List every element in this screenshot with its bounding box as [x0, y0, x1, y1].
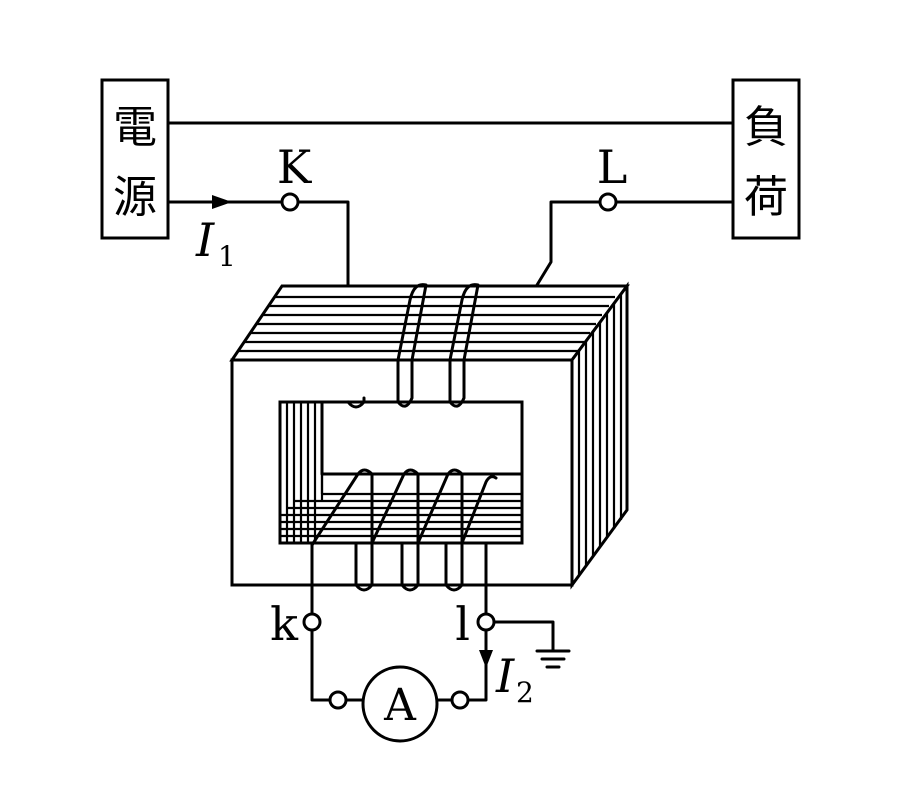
- primary-coil: [346, 283, 480, 409]
- ammeter-terminal-left: [328, 690, 348, 710]
- lamination-top: [238, 295, 615, 353]
- current-arrow-primary: [212, 195, 232, 209]
- terminal-l-circle: [476, 612, 496, 632]
- terminal-K-circle: [280, 192, 300, 212]
- load-char-1: 負: [744, 102, 788, 153]
- power-source-box: 電 源: [100, 78, 170, 240]
- ammeter-label: A: [383, 680, 417, 731]
- current-I2-subscript: 2: [516, 676, 534, 709]
- terminal-k-circle: [302, 612, 322, 632]
- secondary-circuit: k l A I 2: [270, 597, 571, 743]
- ground-symbol: [492, 620, 571, 669]
- current-arrow-secondary: [479, 650, 493, 668]
- load-wiring: L: [535, 140, 735, 287]
- current-I2-symbol: I: [495, 649, 515, 703]
- secondary-coil: [310, 468, 498, 614]
- ammeter: A: [361, 665, 439, 743]
- ammeter-terminal-right: [450, 690, 470, 710]
- terminal-l-label: l: [455, 597, 470, 651]
- terminal-L-label: L: [597, 140, 628, 194]
- terminal-k-label: k: [270, 597, 299, 651]
- lamination-window-bottom: [280, 492, 522, 538]
- iron-core: [229, 281, 630, 590]
- lamination-right: [577, 295, 623, 576]
- terminal-K-label: K: [277, 140, 313, 194]
- current-I1-subscript: 1: [218, 240, 236, 273]
- load-char-2: 荷: [744, 172, 788, 223]
- current-I1-symbol: I: [195, 213, 215, 267]
- source-char-2: 源: [113, 172, 157, 223]
- source-char-1: 電: [113, 102, 157, 153]
- load-box: 負 荷: [731, 78, 801, 240]
- terminal-L-circle: [598, 192, 618, 212]
